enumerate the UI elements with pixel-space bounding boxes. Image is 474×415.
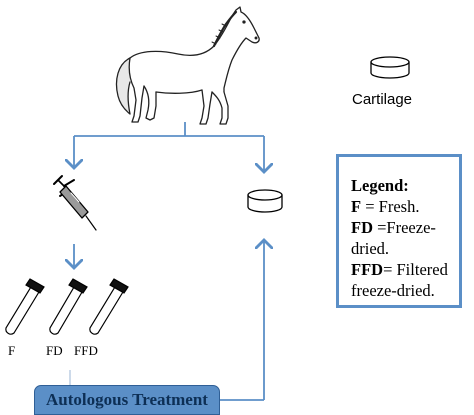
legend-ffd-def: = Filtered <box>383 260 448 279</box>
legend-f-abbr: F <box>351 197 362 216</box>
syringe-icon <box>53 175 97 231</box>
cartilage-label: Cartilage <box>352 91 413 108</box>
legend-entry-f: F = Fresh. <box>351 196 459 217</box>
legend-box: Legend: F = Fresh. FD =Freeze- dried. FF… <box>336 154 462 308</box>
legend-entry-ffd: FFD= Filtered <box>351 259 459 280</box>
legend-entry-ffd-cont: freeze-dried. <box>351 281 435 300</box>
cartilage-icon <box>370 56 410 79</box>
treatment-connector <box>220 240 264 401</box>
legend-fd-abbr: FD <box>351 218 373 237</box>
tube-fd-label: FD <box>46 343 63 358</box>
horse-icon <box>115 6 260 125</box>
cartilage-sample-icon <box>247 189 283 213</box>
legend-f-def: = Fresh. <box>361 197 420 216</box>
autologous-treatment-label: Autologous Treatment <box>34 385 220 415</box>
legend-entry-fd-cont: dried. <box>351 239 390 258</box>
legend-ffd-abbr: FFD <box>351 260 384 279</box>
tube-f-label: F <box>8 343 16 358</box>
legend-entry-fd: FD =Freeze- <box>351 217 459 238</box>
branch-connector <box>74 122 264 172</box>
tube-f-icon <box>5 278 45 335</box>
tube-ffd-icon <box>89 278 129 335</box>
legend-fd-def: =Freeze- <box>373 218 436 237</box>
tube-ffd-label: FFD <box>74 343 98 358</box>
tube-fd-icon <box>49 278 88 335</box>
legend-title: Legend: <box>351 176 409 195</box>
